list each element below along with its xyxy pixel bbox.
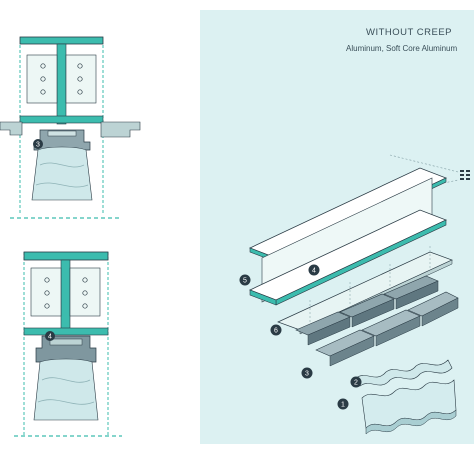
panel-title: WITHOUT CREEP bbox=[366, 27, 453, 38]
callout-5: 5 bbox=[239, 274, 251, 286]
callout-6: 6 bbox=[270, 324, 282, 336]
callout-4: 4 bbox=[308, 264, 320, 276]
glass-unit bbox=[361, 379, 457, 435]
callout-4-bottom bbox=[45, 331, 55, 341]
bottom-section-view: 4 bbox=[14, 251, 122, 437]
callout-2: 2 bbox=[350, 376, 362, 388]
svg-text:3: 3 bbox=[305, 371, 309, 378]
gasket-part bbox=[355, 359, 453, 387]
top-section-view: 3 bbox=[0, 36, 141, 219]
svg-text:2: 2 bbox=[354, 380, 358, 387]
panel-subtitle: Aluminum, Soft Core Aluminum bbox=[346, 44, 458, 53]
svg-text:4: 4 bbox=[312, 268, 316, 275]
callout-1: 1 bbox=[337, 398, 349, 410]
svg-text:5: 5 bbox=[243, 278, 247, 285]
callout-3-top bbox=[33, 139, 43, 149]
svg-text:1: 1 bbox=[341, 402, 345, 409]
lower-clamp-row bbox=[315, 291, 459, 367]
callout-label: 4 bbox=[48, 334, 52, 341]
exploded-axonometric: 5 4 6 3 2 1 bbox=[239, 154, 470, 435]
beam-bottom-flange bbox=[248, 209, 448, 306]
clamp-row bbox=[295, 275, 439, 346]
fastener-group bbox=[460, 170, 470, 180]
callout-label: 3 bbox=[36, 142, 40, 149]
callout-3: 3 bbox=[301, 367, 313, 379]
svg-text:6: 6 bbox=[274, 328, 278, 335]
